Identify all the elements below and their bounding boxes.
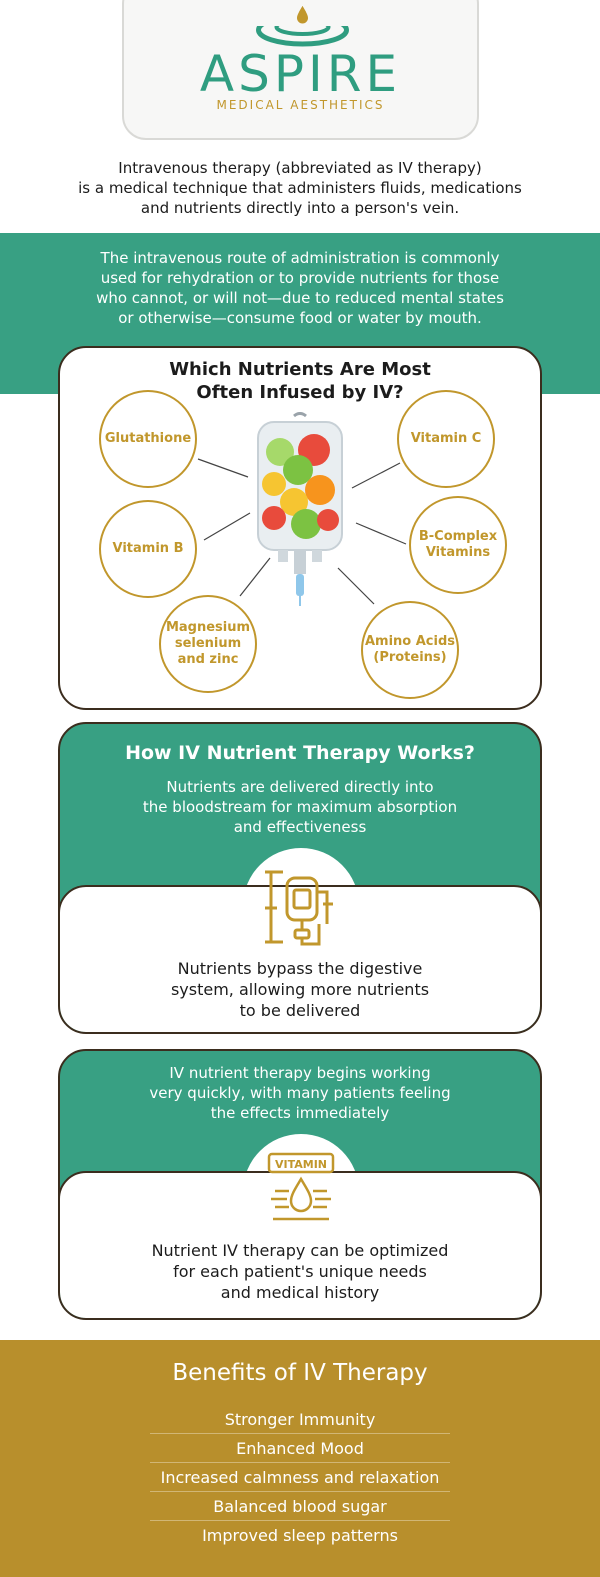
iv-bag-fruit-icon [257,412,343,606]
how-it-works-green-text: Nutrients are delivered directly into th… [142,778,458,836]
intro-text: Intravenous therapy (abbreviated as IV t… [40,158,560,218]
list-item: Enhanced Mood [150,1434,450,1463]
vitamin-icon-label: VITAMIN [275,1158,327,1171]
intro-line: Intravenous therapy (abbreviated as IV t… [118,159,482,177]
route-line: used for rehydration or to provide nutri… [100,269,500,287]
nutrients-title: Which Nutrients Are Most Often Infused b… [60,358,540,404]
intro-line: and nutrients directly into a person's v… [140,199,460,217]
nutrient-vitamin-b: Vitamin B [99,500,197,598]
list-item: Balanced blood sugar [150,1492,450,1521]
quick-green-text: IV nutrient therapy begins working very … [149,1064,451,1122]
list-item: Increased calmness and relaxation [150,1463,450,1492]
quick-white-text: Nutrient IV therapy can be optimized for… [151,1241,449,1302]
how-it-works-card: How IV Nutrient Therapy Works? Nutrients… [58,722,542,1034]
route-line: who cannot, or will not—due to reduced m… [96,289,504,307]
benefits-section: Benefits of IV Therapy Stronger Immunity… [0,1340,600,1577]
iv-stand-icon [265,870,333,946]
water-drop-ripple-icon [255,6,350,47]
connector-lines [197,458,407,605]
route-line: or otherwise—consume food or water by mo… [118,309,482,327]
logo-card: ASPIRE MEDICAL AESTHETICS [122,0,479,140]
nutrient-vitamin-c: Vitamin C [397,390,495,488]
how-it-works-title: How IV Nutrient Therapy Works? [125,742,475,764]
nutrient-amino-acids: Amino Acids(Proteins) [361,601,459,699]
nutrient-glutathione: Glutathione [99,390,197,488]
nutrients-title-line: Often Infused by IV? [196,382,404,403]
benefits-title: Benefits of IV Therapy [172,1360,428,1386]
quick-effect-card: IV nutrient therapy begins working very … [58,1049,542,1320]
list-item: Improved sleep patterns [202,1526,398,1545]
intro-line: is a medical technique that administers … [78,179,522,197]
benefits-list: Stronger Immunity Enhanced Mood Increase… [150,1405,450,1550]
brand-tagline: MEDICAL AESTHETICS [216,98,385,112]
nutrients-card: Which Nutrients Are Most Often Infused b… [58,346,542,710]
nutrients-title-line: Which Nutrients Are Most [169,359,431,380]
list-item: Stronger Immunity [150,1405,450,1434]
brand-name: ASPIRE [199,45,402,103]
route-text: The intravenous route of administration … [60,248,540,328]
how-it-works-white-text: Nutrients bypass the digestive system, a… [170,959,430,1020]
route-line: The intravenous route of administration … [100,249,500,267]
vitamin-drop-icon: VITAMIN [267,1152,335,1221]
